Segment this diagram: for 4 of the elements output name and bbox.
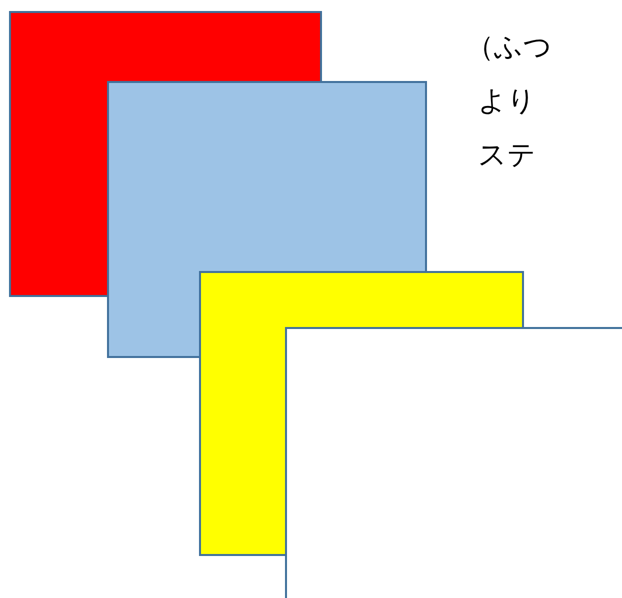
l-shaped-frame: [199, 271, 524, 556]
text-line: （ふつ: [466, 30, 552, 64]
text-line: より: [478, 84, 536, 118]
text-line: ステ: [478, 138, 536, 172]
